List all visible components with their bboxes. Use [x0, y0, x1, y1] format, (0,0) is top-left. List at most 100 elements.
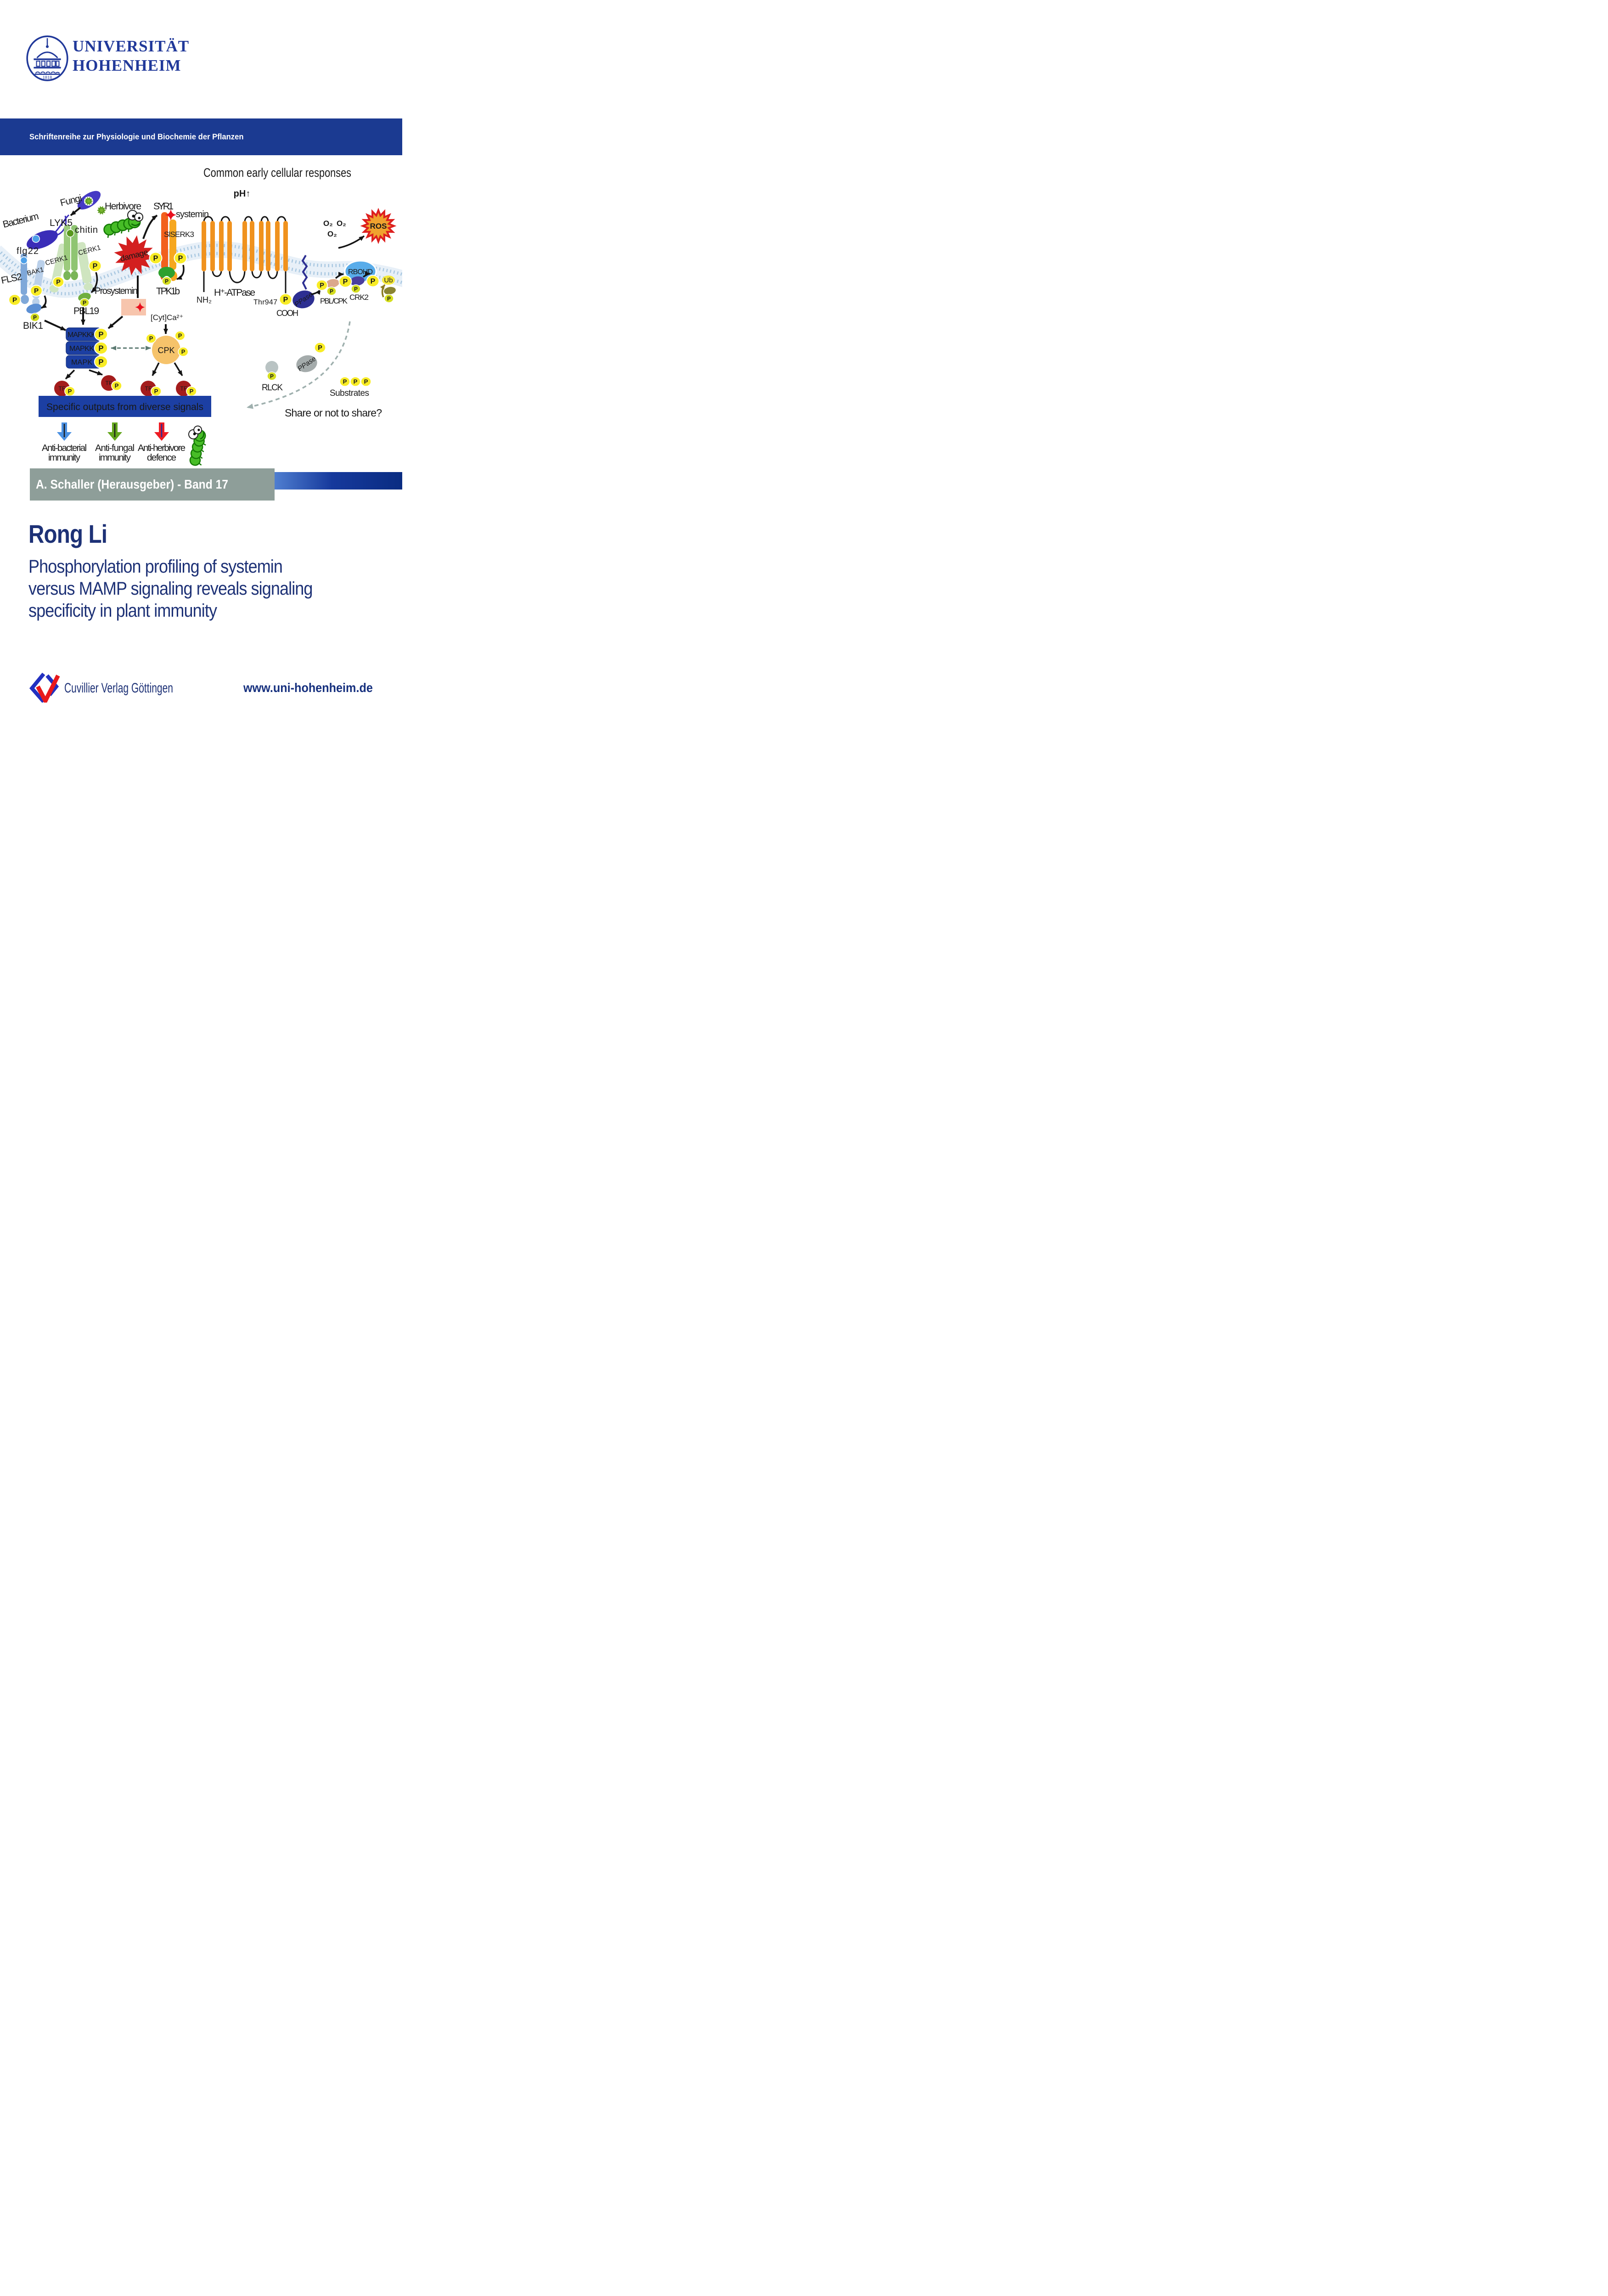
lyk5-label: LYK5 — [50, 218, 73, 228]
author-name: Rong Li — [28, 519, 107, 548]
bacterium-icon — [27, 214, 70, 249]
cpk-to-tf-arrow-left — [152, 362, 160, 376]
editor-band: A. Schaller (Herausgeber) - Band 17 — [30, 468, 275, 501]
thr947-label: Thr947 — [253, 298, 277, 306]
bacterium-label: Bacterium — [2, 211, 40, 230]
phospho-badge-small — [162, 276, 172, 286]
cuvillier-logo-icon — [29, 672, 60, 703]
tpk1b-label: TPK1b — [156, 286, 180, 297]
book-title-line1: Phosphorylation profiling of systemin — [28, 557, 283, 577]
anti-bacterial-line1: Anti-bacterial — [42, 443, 87, 453]
outputs-banner-text: Specific outputs from diverse signals — [46, 402, 203, 412]
herbivore-caterpillar-icon — [103, 209, 144, 239]
cerk1-right-receptor — [76, 242, 93, 291]
ph-label: pH↑ — [234, 189, 251, 199]
ub-label: Ub — [384, 276, 393, 284]
tf-badge — [176, 381, 197, 396]
tf-badge — [54, 381, 75, 396]
damage-burst-icon: damage — [114, 235, 154, 276]
university-seal-icon: 1818 — [26, 35, 68, 81]
syr1-to-tpk1b-arrow — [176, 264, 185, 280]
publisher-name: Cuvillier Verlag Göttingen — [64, 681, 173, 696]
mapk-label: MAPK — [71, 359, 92, 366]
o2-label-3: O₂ — [327, 230, 337, 238]
ppase-active-icon: PPase — [292, 290, 315, 309]
anti-herbivore-line1: Anti-herbivore — [138, 443, 186, 453]
cpk-kinase — [152, 336, 180, 364]
mapkkk-label: MAPKKK — [67, 331, 96, 339]
o2-label-1: O₂ — [323, 219, 333, 228]
seal-year: 1818 — [43, 75, 52, 80]
phospho-badge-small — [267, 371, 277, 381]
h-atpase-channel — [202, 216, 288, 293]
damage-to-syr1-arrow — [142, 214, 158, 239]
tf-badge — [141, 381, 161, 396]
flg22-label: flg22 — [17, 246, 39, 256]
cyt-ca-label: [Cyt]Ca²⁺ — [151, 313, 183, 322]
university-name-line1: UNIVERSITÄT — [73, 37, 190, 55]
ppase-anchor-zigzag — [301, 254, 308, 290]
bak1-to-bik1-arrow — [41, 295, 47, 309]
phospho-badge — [315, 279, 328, 291]
editor-band-text: A. Schaller (Herausgeber) - Band 17 — [36, 477, 229, 491]
cpk-to-tf-arrow-right — [174, 362, 183, 376]
bik1-kinase — [26, 304, 42, 314]
phospho-badge-small — [326, 287, 337, 296]
anti-fungal-arrow-icon — [107, 422, 122, 441]
book-title: Phosphorylation profiling of systemin ve… — [28, 556, 313, 622]
rlck-gray-icon — [265, 361, 278, 374]
book-title-line2: versus MAMP signaling reveals signaling — [28, 579, 313, 599]
ub-target-kinase — [384, 287, 396, 295]
crk2-to-rbohd-arrow — [363, 271, 371, 278]
mapk-to-tf-arrow-left — [65, 369, 75, 380]
book-cover: 1818 UNIVERSITÄT HOHENHEIM Schriftenreih… — [0, 0, 402, 714]
tf-badge — [101, 375, 122, 391]
university-name-line2: HOHENHEIM — [73, 56, 181, 74]
anti-bacterial-arrow-icon — [57, 422, 72, 441]
series-banner: Schriftenreihe zur Physiologie und Bioch… — [0, 118, 402, 155]
crk2-kinase — [350, 276, 365, 286]
cpk-label: CPK — [157, 346, 174, 355]
phospho-badge — [178, 347, 189, 357]
ros-burst-icon: ROS — [360, 208, 397, 244]
gradient-stripe — [275, 472, 402, 490]
phospho-badge — [149, 252, 163, 264]
outputs-banner — [39, 396, 211, 417]
fungi-to-lyk5-arrow — [70, 207, 81, 216]
phospho-badge — [366, 275, 380, 287]
phospho-badge — [338, 275, 352, 288]
anti-fungal-line1: Anti-fungal — [95, 443, 135, 453]
fls2-receptor — [20, 253, 29, 304]
herbivore-label: Herbivore — [105, 201, 141, 212]
phospho-badge — [94, 341, 108, 355]
anti-fungal-line2: immunity — [99, 452, 131, 463]
chitin-ligand-icon — [66, 229, 74, 237]
phospho-badge — [350, 376, 361, 387]
o2-to-ros-arrow — [338, 235, 365, 249]
ppase-gray-icon: PPase — [296, 355, 317, 373]
fungi-icon — [77, 191, 101, 210]
phospho-badge — [339, 376, 350, 387]
mapk-to-tf-arrow-right — [89, 369, 103, 376]
ros-label: ROS — [370, 222, 387, 231]
rbohd-label: RBOHD — [348, 268, 373, 276]
anti-herbivore-arrow-icon — [154, 422, 169, 441]
phospho-badge — [146, 333, 157, 343]
nh2-label: NH₂ — [197, 295, 212, 304]
anti-bacterial-line2: immunity — [48, 452, 81, 463]
series-banner-text: Schriftenreihe zur Physiologie und Bioch… — [29, 132, 244, 141]
pbl-cpk-kinase — [326, 279, 339, 288]
share-question: Share or not to share? — [285, 407, 382, 419]
phospho-badge — [88, 259, 102, 272]
phospho-badge-small — [351, 284, 361, 293]
bik1-to-cascade-arrow — [44, 320, 66, 331]
phospho-badge — [52, 276, 65, 288]
ub-arrow — [380, 284, 386, 298]
prosystemin-label: Prosystemin — [95, 286, 138, 296]
phospho-badge — [94, 327, 108, 341]
systemin-label: systemin — [176, 209, 209, 219]
anti-herbivore-line2: defence — [147, 452, 176, 463]
phospho-badge-small — [79, 298, 90, 307]
book-title-line3: specificity in plant immunity — [28, 601, 217, 621]
pblcpk-to-rbohd-arrow — [335, 272, 344, 279]
